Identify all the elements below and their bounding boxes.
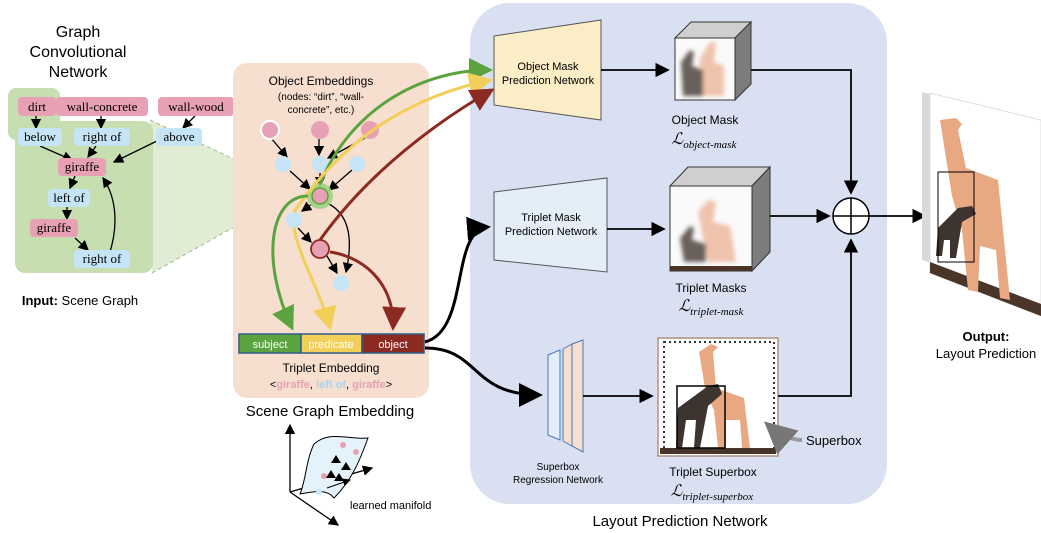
triplet-embedding-title: Triplet Embedding (283, 361, 380, 375)
object-embeddings-sub-2: concrete”, etc.) (288, 105, 355, 116)
object-mask-loss: ℒobject-mask (672, 131, 738, 151)
triplet-embedding-bar: subject predicate object (238, 333, 425, 354)
object-embeddings-title: Object Embeddings (269, 74, 374, 88)
node-right-of-1 (74, 128, 130, 146)
layout-net-edges (583, 62, 859, 404)
manifold-label: learned manifold (350, 500, 431, 512)
node-above (156, 128, 202, 146)
object-label: object (378, 339, 407, 351)
triplet-masks-label: Triplet Masks (676, 281, 747, 295)
arrow-triplet-to-triplet-net (424, 216, 491, 344)
embedding-node-predicate (286, 212, 302, 228)
triplet-mask-loss: ℒtriplet-mask (679, 298, 745, 318)
gcn-title-line-3: Network (49, 64, 109, 81)
arrow-subject-to-object-net (318, 58, 493, 185)
triplet-masks-cube (668, 165, 772, 273)
gcn-title-line-1: Graph (56, 24, 100, 41)
node-left-of-label: left of (53, 190, 85, 205)
node-wall-wood (158, 97, 234, 116)
layout-prediction-panel: Object Mask Prediction Network Triplet M… (470, 3, 887, 530)
object-slot (361, 333, 425, 354)
gcn-title-line-2: Convolutional (30, 44, 127, 61)
arrow-triplet-to-superbox-net (424, 346, 543, 407)
embedding-node-pink-2 (311, 121, 329, 139)
node-giraffe-1 (58, 158, 106, 176)
superbox-callout-label: Superbox (806, 433, 862, 448)
embedding-node-blue-2 (312, 156, 328, 172)
layout-prediction-title: Layout Prediction Network (592, 513, 768, 530)
manifold-surface (299, 435, 369, 499)
object-mask-cube (673, 20, 753, 102)
triplet-embedding-example: <giraffe, left of, giraffe> (270, 379, 392, 391)
object-embeddings-sub-1: (nodes: “dirt”, “wall- (278, 92, 364, 103)
arrow-object-to-slot (329, 250, 407, 331)
output-floor (930, 262, 1041, 316)
gcn-panel: Graph Convolutional Network dirt wall-co… (8, 24, 301, 308)
superbox-net-line-1: Superbox (537, 462, 580, 473)
triplet-superbox-label: Triplet Superbox (669, 465, 757, 479)
node-giraffe-1-label: giraffe (65, 159, 100, 174)
output-giraffe-tan (940, 118, 1010, 300)
embedding-node-pink-1 (260, 120, 280, 140)
embedding-node-blue-3 (349, 156, 365, 172)
triplet-superbox-image (657, 337, 779, 457)
output-panel: Output: Layout Prediction (922, 92, 1041, 361)
subject-label: subject (253, 339, 288, 351)
output-label-bold: Output: (963, 329, 1010, 344)
node-wall-wood-label: wall-wood (168, 99, 224, 114)
node-right-of-2 (74, 250, 130, 268)
cross-panel-arrows (271, 58, 927, 407)
output-box (937, 171, 975, 263)
scene-graph-edges (30, 115, 196, 259)
embedding-node-blue-1 (275, 156, 291, 172)
output-label-rest: Layout Prediction (936, 346, 1036, 361)
object-mask-net-line-1: Object Mask (517, 61, 579, 73)
arrow-object-to-object-net (318, 88, 495, 241)
node-below-label: below (24, 129, 56, 144)
arrow-predicate-to-object-net (292, 72, 493, 213)
embedding-node-subject (311, 187, 329, 205)
zoom-projection (150, 120, 300, 273)
object-mask-label: Object Mask (672, 113, 740, 127)
predicate-label: predicate (308, 339, 353, 351)
scene-graph-embedding-title: Scene Graph Embedding (246, 403, 414, 420)
superbox-callout-arrow (764, 421, 803, 455)
node-above-label: above (163, 129, 194, 144)
node-below (18, 128, 62, 146)
object-mask-net-line-2: Prediction Network (502, 75, 595, 87)
triplet-mask-net-line-2: Prediction Network (505, 226, 598, 238)
node-giraffe-2-label: giraffe (37, 220, 72, 235)
arrow-predicate-to-slot (292, 227, 337, 331)
input-label: Input: Scene Graph (22, 293, 138, 308)
triplet-superbox-loss: ℒtriplet-superbox (671, 483, 754, 503)
node-giraffe-2 (30, 219, 78, 237)
triplet-mask-net-shape (493, 177, 608, 273)
gcn-edges (270, 137, 366, 275)
node-dirt-label: dirt (28, 99, 46, 114)
manifold-sketch: learned manifold (284, 423, 431, 526)
object-mask-net-shape (493, 19, 602, 121)
node-wall-concrete-label: wall-concrete (67, 99, 138, 114)
superbox-net-line-2: Regression Network (513, 475, 604, 486)
triplet-mask-net-line-1: Triplet Mask (521, 212, 581, 224)
sum-node (832, 197, 870, 235)
superbox-net-shape (547, 339, 584, 453)
embedding-node-blue-4 (333, 275, 349, 291)
output-giraffe-dark (936, 206, 976, 258)
embedding-panel: Object Embeddings (nodes: “dirt”, “wall-… (233, 63, 431, 526)
node-wall-concrete (56, 97, 148, 116)
node-dirt (18, 97, 56, 116)
node-right-of-1-label: right of (83, 129, 122, 144)
node-right-of-2-label: right of (83, 251, 122, 266)
node-left-of (48, 189, 90, 207)
arrow-subject-to-slot (271, 194, 309, 331)
embedding-node-object (310, 239, 330, 259)
